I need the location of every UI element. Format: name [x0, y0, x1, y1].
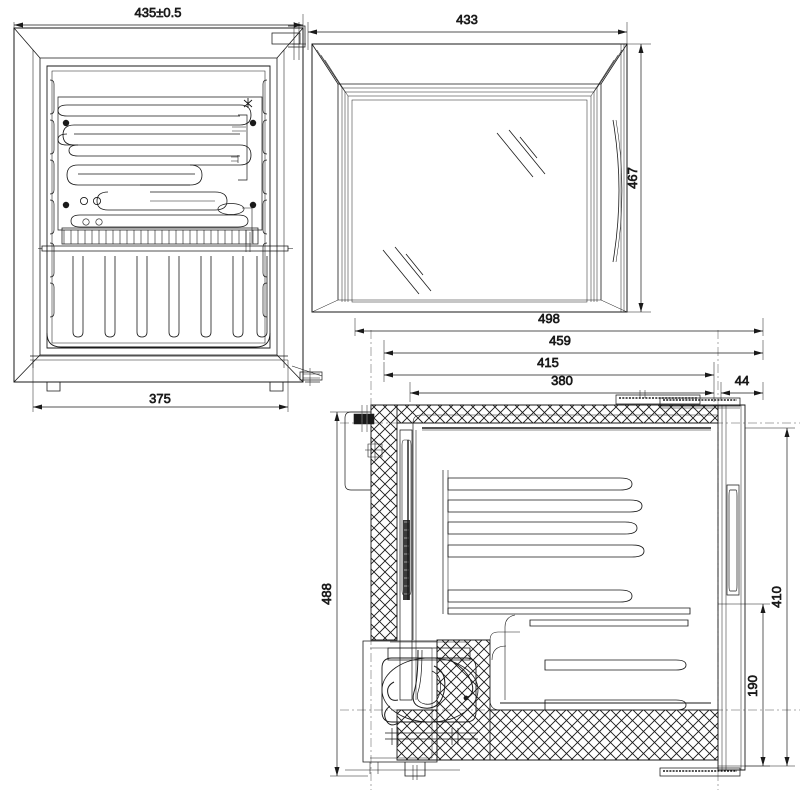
dimension-layer: 435±0.5 433 467 375 498 [13, 5, 795, 777]
dim-435-label: 435±0.5 [135, 5, 182, 20]
dim-44 [720, 382, 764, 400]
section-construction-lines [340, 330, 800, 790]
front-bottom-pan [30, 332, 288, 361]
dim-459 [383, 340, 764, 360]
front-bottom-hinge [291, 365, 323, 386]
section-view [340, 330, 800, 790]
dim-433-label: 433 [456, 12, 478, 27]
door-handle [612, 119, 623, 263]
dim-415 [383, 362, 715, 382]
section-lower-shelves [504, 614, 689, 711]
dim-44-label: 44 [735, 373, 749, 388]
section-inner-corner [489, 631, 520, 661]
door-glass-pane [351, 99, 588, 303]
dim-498 [354, 318, 764, 336]
dim-488 [330, 411, 368, 777]
compressor-tubing [384, 649, 474, 726]
dim-467 [627, 43, 651, 313]
front-liner-side-ribs [49, 79, 268, 318]
front-inner-liner [46, 65, 271, 349]
dim-190-label: 190 [745, 675, 760, 697]
front-view [13, 22, 323, 392]
section-control-box [344, 405, 385, 491]
dim-459-label: 459 [549, 333, 571, 348]
dim-380 [409, 382, 715, 402]
dim-415-label: 415 [537, 355, 559, 370]
front-cabinet-outline [13, 27, 304, 383]
front-lower-ribs [72, 256, 268, 338]
section-gasket-column [399, 429, 417, 701]
dim-375 [32, 360, 289, 412]
dim-435 [13, 14, 304, 46]
dim-410-label: 410 [769, 586, 784, 608]
compressor-mounts [385, 728, 478, 745]
dim-190 [718, 603, 770, 767]
evaporator-fin-row [38, 227, 293, 252]
door-right-edge [620, 44, 625, 312]
evaporator-coil [57, 98, 253, 252]
dim-488-label: 488 [319, 583, 334, 605]
insulation-foam [370, 404, 719, 761]
section-inner-liner [412, 414, 718, 711]
dim-380-label: 380 [551, 373, 573, 388]
dim-433 [307, 22, 628, 50]
glass-reflection-lines [382, 129, 546, 295]
compressor-compartment [345, 640, 479, 780]
evaporator-plate [57, 96, 263, 231]
dim-467-label: 467 [625, 167, 640, 189]
section-shelves [442, 470, 691, 615]
dim-375-label: 375 [149, 391, 171, 406]
dim-498-label: 498 [538, 311, 560, 326]
front-feet [46, 382, 284, 392]
